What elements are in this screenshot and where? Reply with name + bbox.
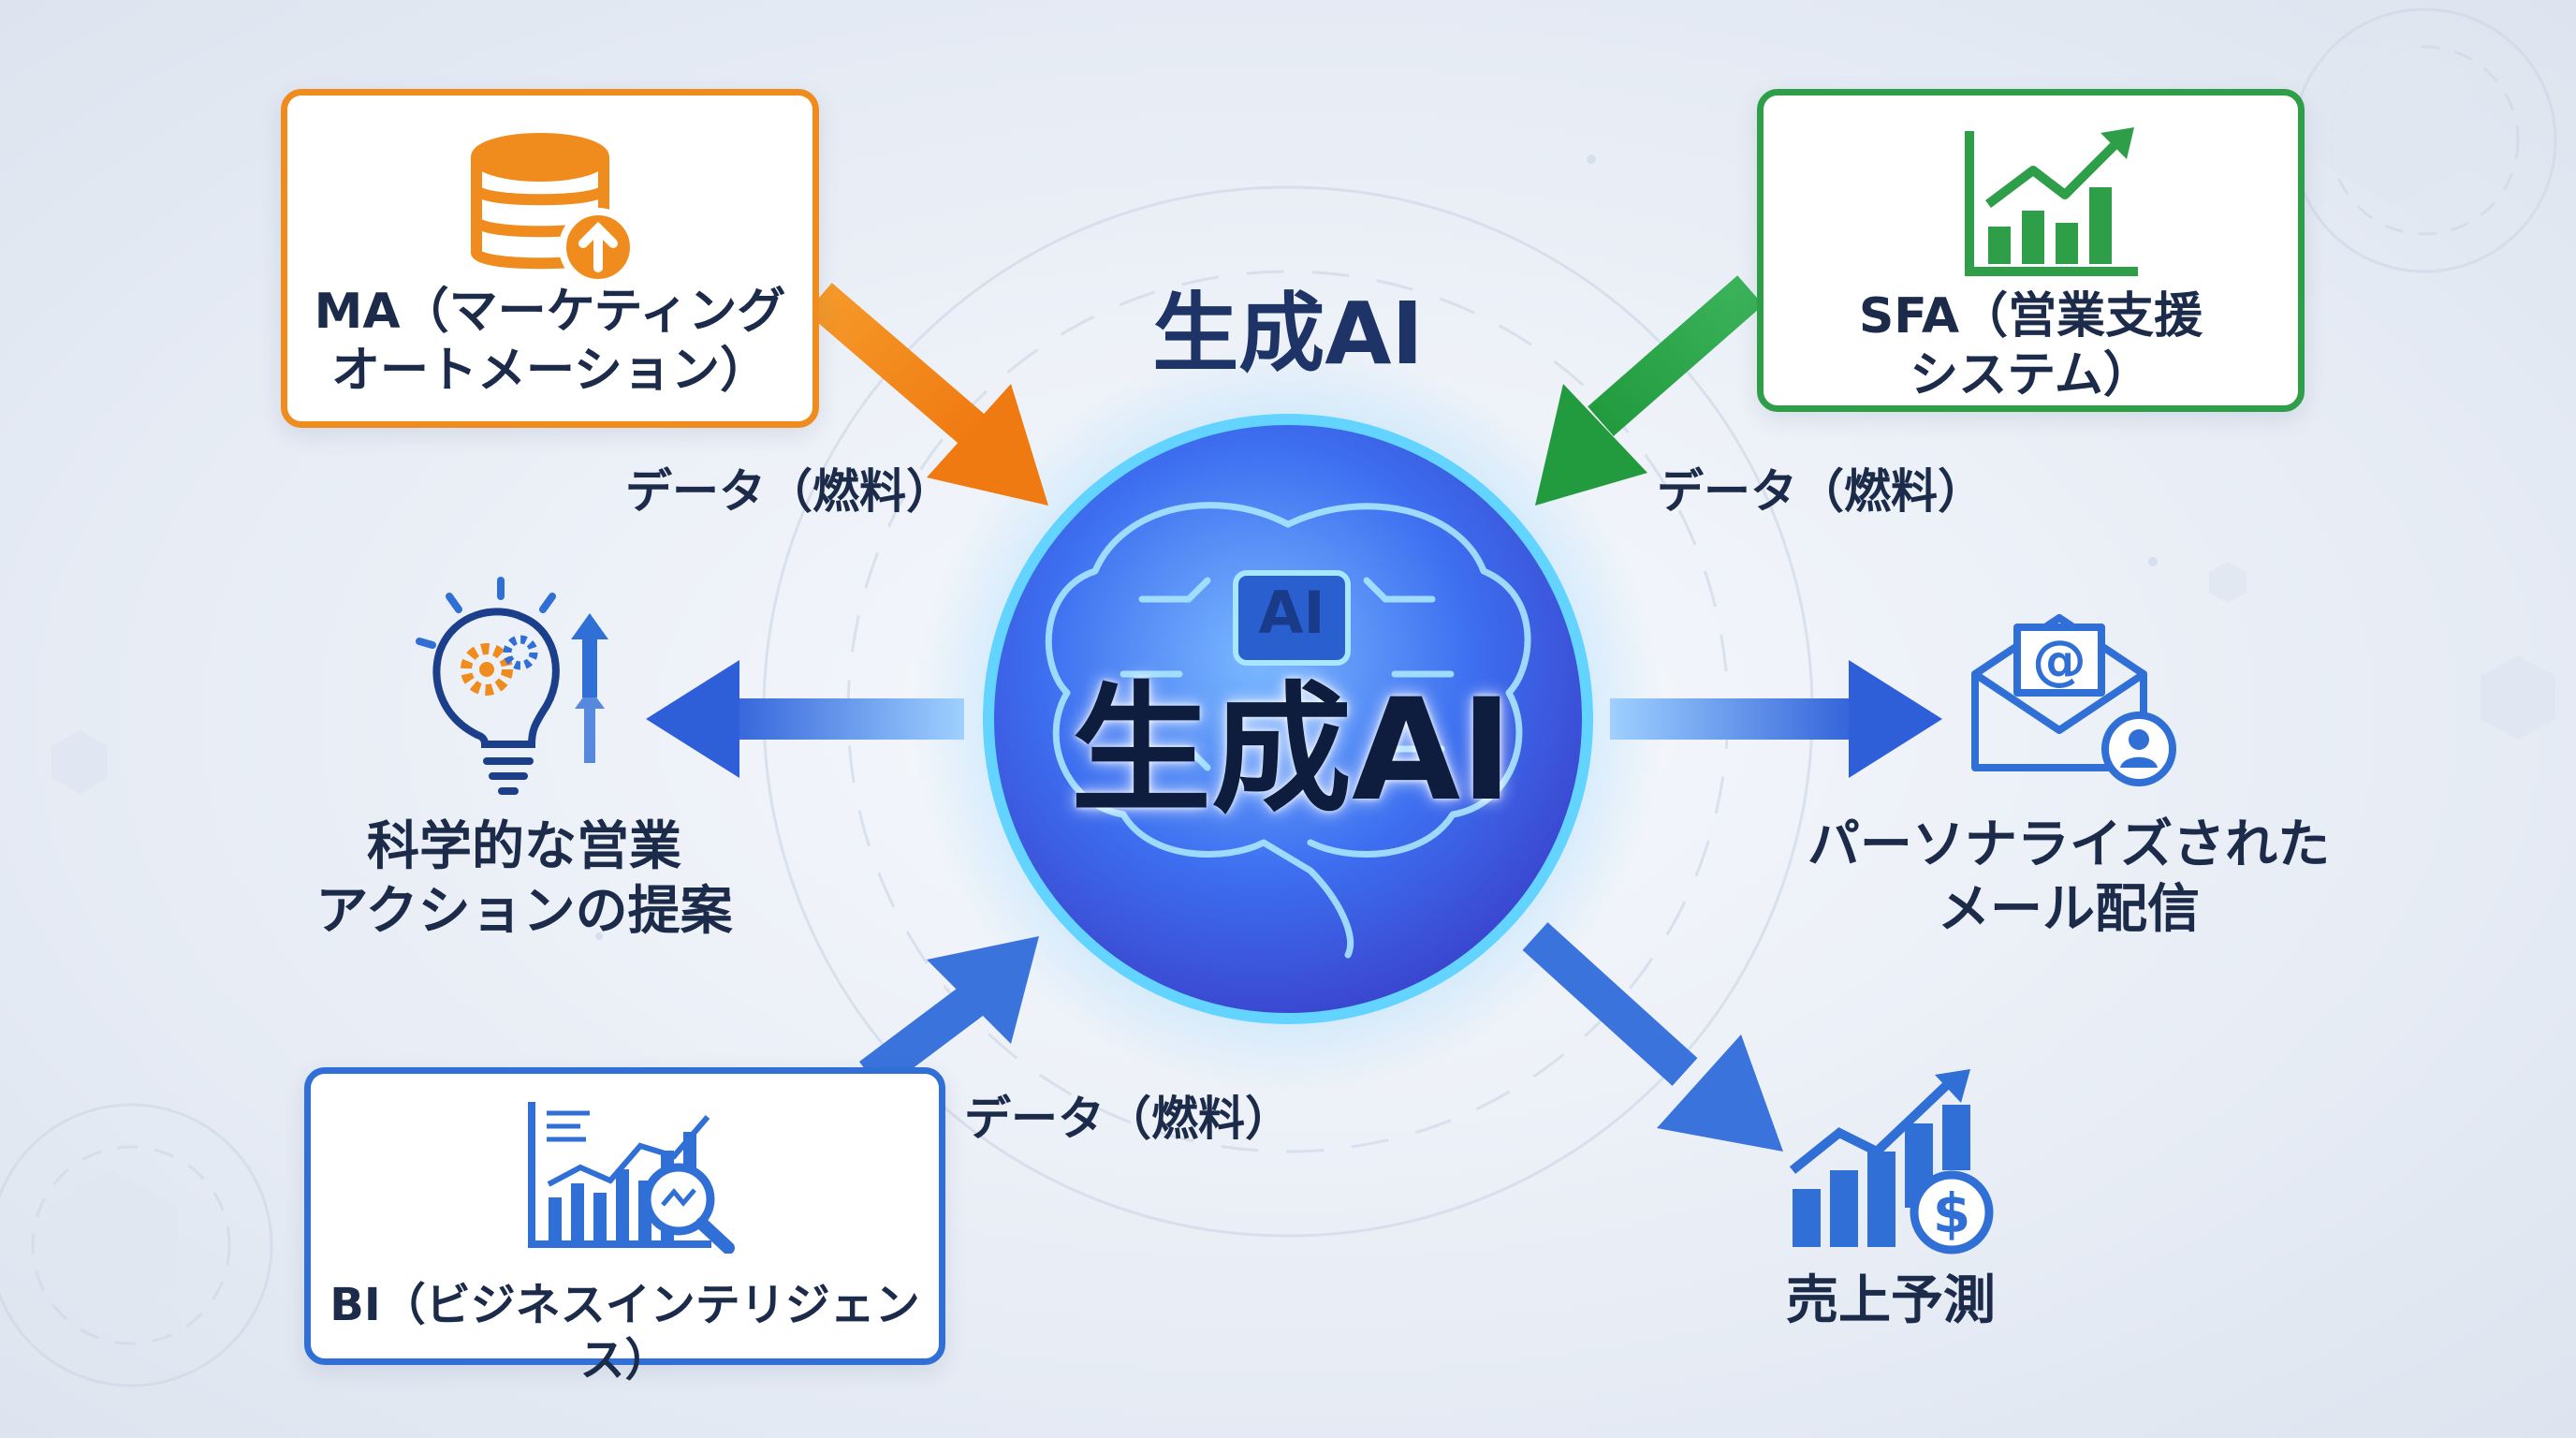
brain-icon [1045,502,1531,959]
edge-label-sfa: データ（燃料） [1657,464,1984,519]
arrow-bi-to-core [859,977,994,1092]
ai-chip-icon [1233,570,1351,666]
arrow-core-to-forecast [1522,922,1698,1086]
svg-text:@: @ [2032,628,2086,692]
arrowhead-bi [927,936,1039,1044]
sales-forecast-icon: $ [1789,1069,1994,1255]
ma-box: MA（マーケティング オートメーション） [281,89,819,428]
lightbulb-gears-icon [416,577,608,795]
ma-label: MA（マーケティング オートメーション） [314,284,786,400]
arrowhead-sfa [1535,384,1647,506]
core-label: 生成AI [1071,669,1513,832]
ai-chip-label: AI [1258,579,1325,647]
bi-label: BI（ビジネスインテリジェンス） [329,1279,920,1387]
sfa-label: SFA（営業支援 システム） [1858,288,2203,404]
edge-label-bi: データ（燃料） [964,1092,1292,1146]
bi-box: BI（ビジネスインテリジェンス） [304,1067,945,1387]
sfa-box: SFA（営業支援 システム） [1757,89,2305,412]
arrowhead-forecast [1657,1034,1783,1152]
arrow-core-to-email [1610,698,1863,740]
analytics-magnifier-icon [528,1102,735,1254]
arrowhead-ma [927,384,1048,506]
core-circle [983,414,1593,1024]
arrow-sfa-to-core [1588,275,1764,436]
arrow-core-to-proposal [721,698,964,740]
svg-text:$: $ [1933,1181,1970,1245]
email-label: パーソナライズされた メール配信 [1807,814,2331,941]
growth-chart-icon [1965,127,2138,276]
diagram-title: 生成AI [1152,284,1424,384]
email-person-icon: @ [1971,614,2176,786]
arrow-ma-to-core [806,283,987,446]
arrowhead-proposal [646,660,739,778]
database-upload-icon [471,133,637,286]
proposal-label: 科学的な営業 アクションの提案 [315,816,733,943]
arrowhead-email [1849,660,1942,778]
edge-label-ma: データ（燃料） [625,464,953,519]
forecast-label: 売上予測 [1786,1270,1996,1331]
